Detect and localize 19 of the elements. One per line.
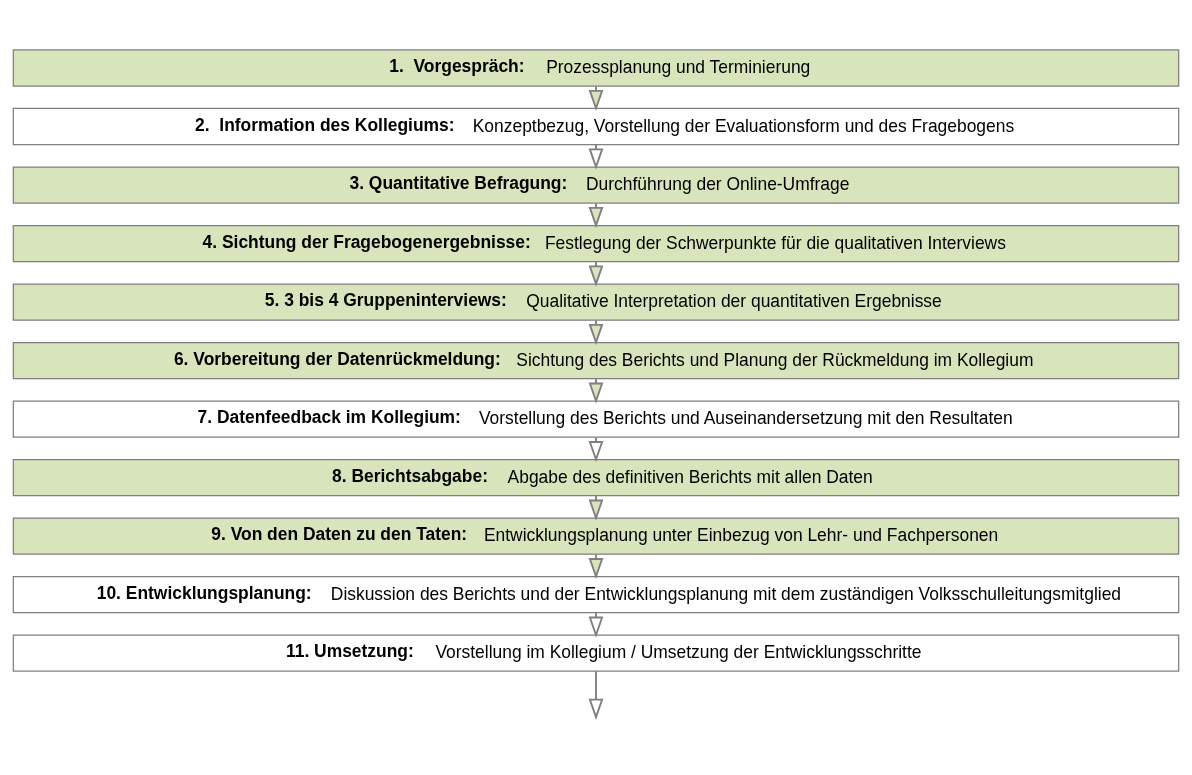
node-box: 9. Von den Daten zu den Taten: Entwicklungsplanung unter Einbezug von Lehr- und Fachpersonen <box>12 516 1180 555</box>
arrow <box>588 611 604 638</box>
node-box: 10. Entwicklungsplanung: Diskussion des Berichts und der Entwicklungsplanung mit dem zuständigen Volksschulleitungsmitglied <box>12 575 1180 613</box>
node-box: 3. Quantitative Befragung: Durchführung der Online-Umfrage <box>12 165 1180 204</box>
arrow <box>588 494 604 521</box>
node-box: 5. 3 bis 4 Gruppeninterviews: Qualitative Interpretation der quantitativen Ergebnisse <box>12 282 1180 321</box>
node-box: 11. Umsetzung: Vorstellung im Kollegium / Umsetzung der Entwicklungsschritte <box>12 634 1180 672</box>
node-box: 6. Vorbereitung der Datenrückmeldung: Sichtung des Berichts und Planung der Rückmeldung im Kollegium <box>12 341 1180 379</box>
node-box: 1. Vorgespräch: Prozessplanung und Terminierung <box>12 48 1180 87</box>
node-box: 2. Information des Kollegiums: Konzeptbezug, Vorstellung der Evaluationsform und des Fragebogens <box>12 107 1180 145</box>
arrow <box>588 670 604 720</box>
arrow <box>588 319 604 345</box>
node-box: 8. Berichtsabgabe: Abgabe des definitiven Berichts mit allen Daten <box>12 458 1180 496</box>
node-box: 4. Sichtung der Fragebogenergebnisse: Festlegung der Schwerpunkte für die qualitativen Interviews <box>12 224 1180 262</box>
arrow <box>588 436 604 462</box>
arrow <box>588 84 604 111</box>
arrow <box>588 377 604 404</box>
arrow <box>588 202 604 228</box>
node-box: 7. Datenfeedback im Kollegium: Vorstellung des Berichts und Auseinandersetzung mit den Resultaten <box>12 399 1180 438</box>
